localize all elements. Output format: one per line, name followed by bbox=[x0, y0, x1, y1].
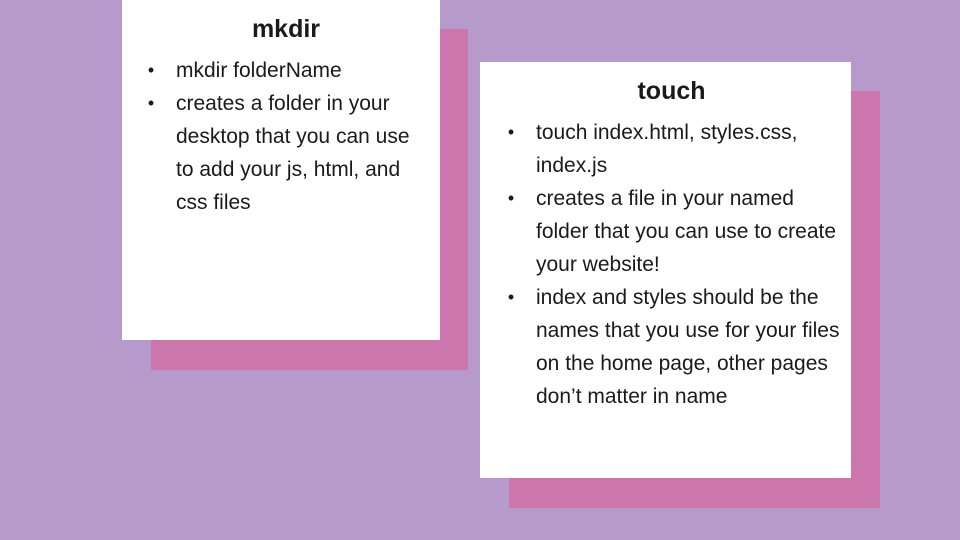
bullet-dot: • bbox=[507, 188, 515, 208]
bullet-dot: • bbox=[507, 287, 515, 307]
bullet-text: creates a file in your named folder that… bbox=[536, 187, 837, 276]
bullet-text: touch index.html, styles.css, index.js bbox=[536, 121, 798, 177]
bullet-list-mkdir: • mkdir folderName • creates a folder in… bbox=[142, 54, 430, 219]
card-mkdir: mkdir • mkdir folderName • creates a fol… bbox=[122, 0, 440, 340]
bullet-dot: • bbox=[147, 93, 155, 113]
bullet-text: creates a folder in your desktop that yo… bbox=[176, 92, 410, 214]
card-title-mkdir: mkdir bbox=[251, 15, 321, 43]
bullet-item: • creates a folder in your desktop that … bbox=[142, 87, 430, 219]
bullet-dot: • bbox=[147, 60, 155, 80]
card-touch: touch • touch index.html, styles.css, in… bbox=[480, 62, 851, 478]
bullet-item: • touch index.html, styles.css, index.js bbox=[502, 116, 841, 182]
bullet-dot: • bbox=[507, 122, 515, 142]
card-title-touch: touch bbox=[637, 77, 706, 105]
bullet-text: mkdir folderName bbox=[176, 59, 342, 82]
bullet-text: index and styles should be the names tha… bbox=[536, 286, 840, 408]
bullet-item: • mkdir folderName bbox=[142, 54, 430, 87]
bullet-item: • index and styles should be the names t… bbox=[502, 281, 841, 413]
bullet-item: • creates a file in your named folder th… bbox=[502, 182, 841, 281]
bullet-list-touch: • touch index.html, styles.css, index.js… bbox=[502, 116, 841, 413]
